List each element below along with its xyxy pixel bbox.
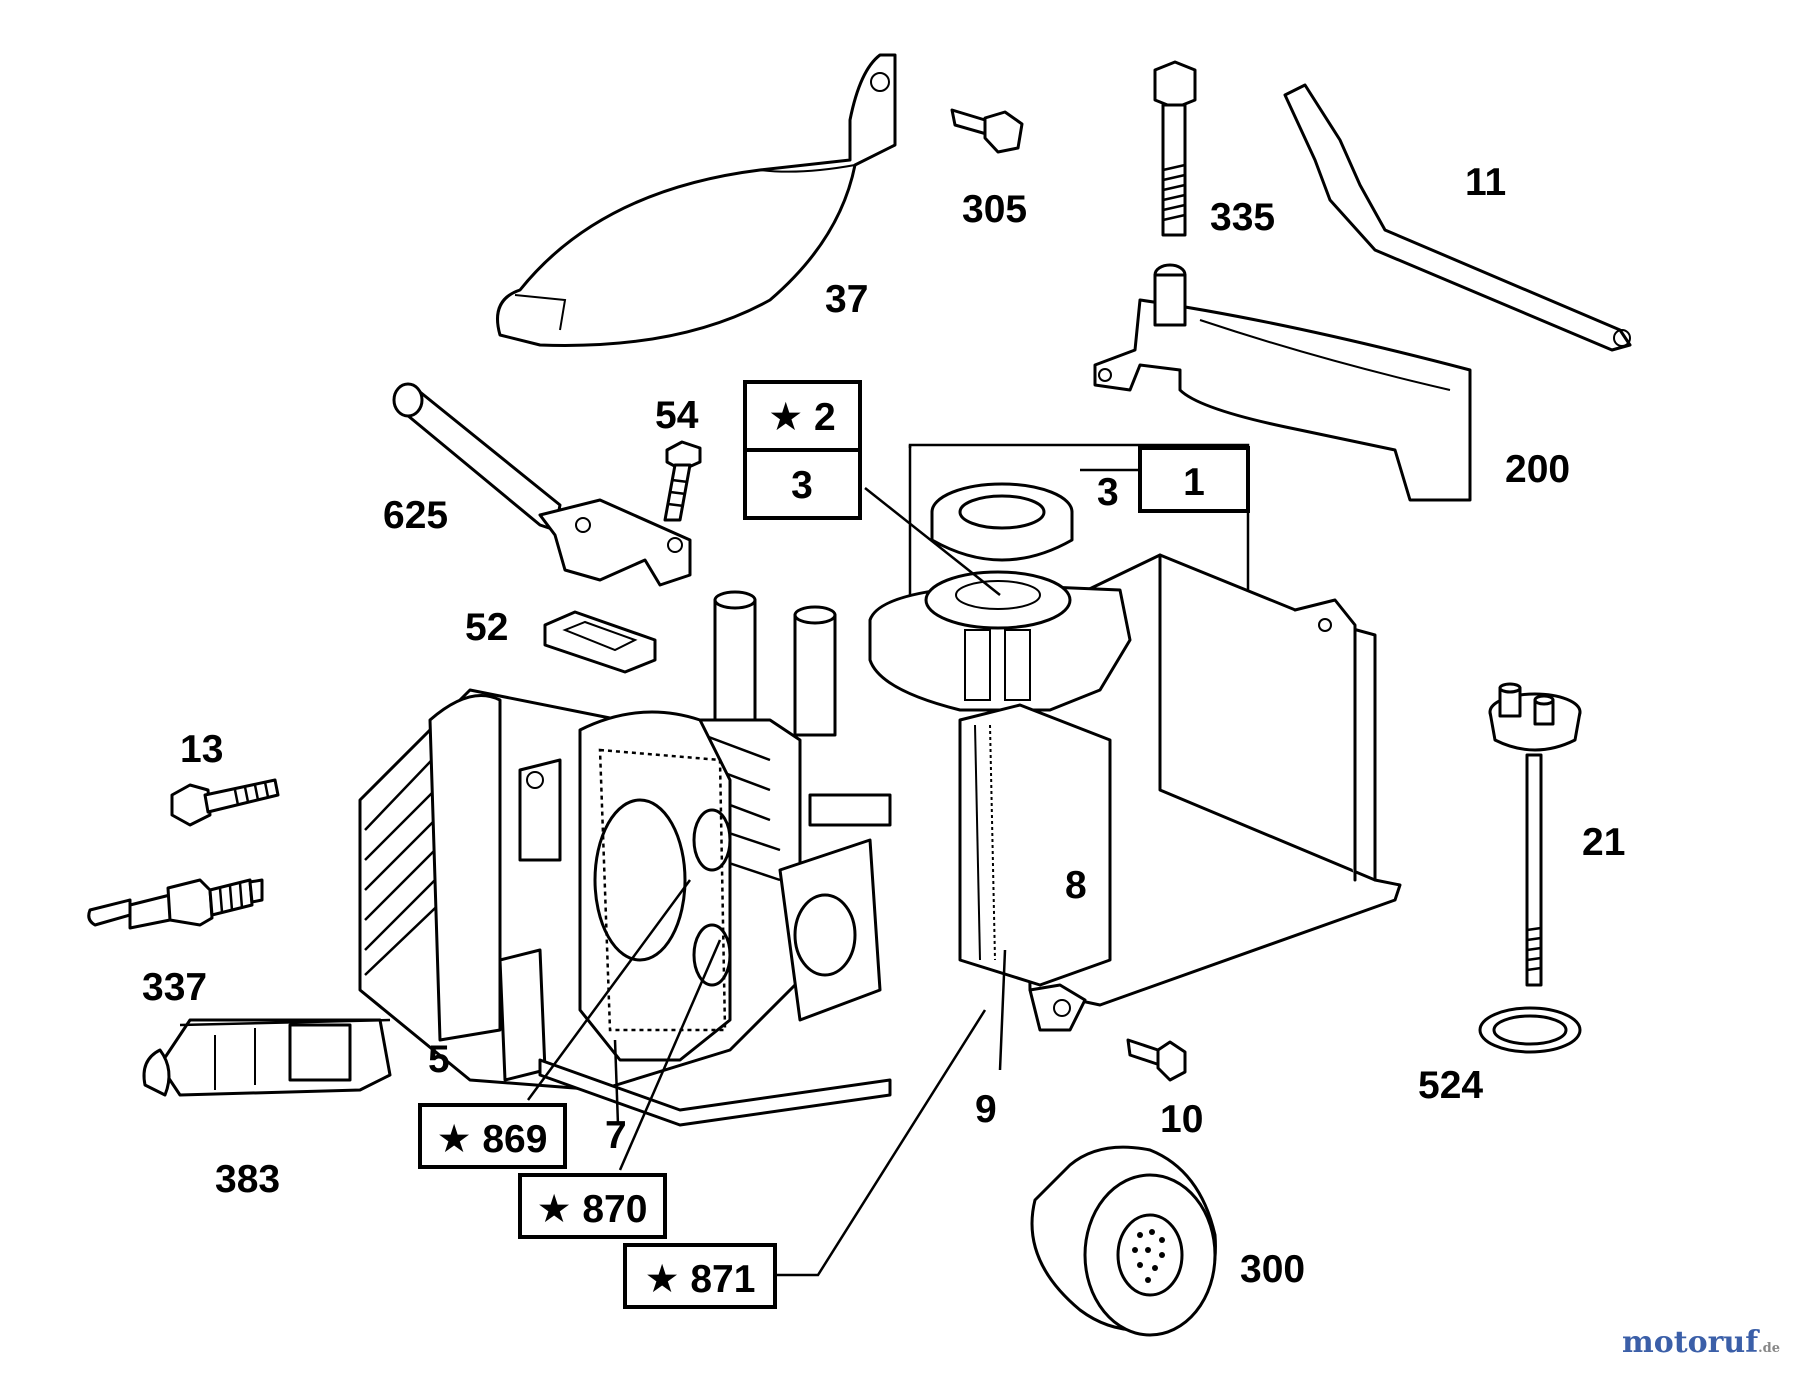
label-524: 524 [1418,1064,1483,1107]
part-524-washer [1478,1006,1582,1054]
box-870: ★ 870 [518,1173,667,1239]
part-200-air-vane [1093,263,1472,502]
label-625: 625 [383,494,448,537]
part-335-bolt [1153,60,1197,237]
label-7: 7 [605,1114,627,1157]
engine-block [358,553,1402,1127]
part-54-screw [663,440,702,522]
part-305-screw [950,108,1024,154]
part-21-dipstick [1488,682,1582,987]
label-337: 337 [142,966,207,1009]
box-1-label: 1 [1183,461,1205,504]
label-9: 9 [975,1088,997,1131]
leader-lines [526,443,1250,1277]
box-871: ★ 871 [623,1243,777,1309]
label-200: 200 [1505,448,1570,491]
box-869: ★ 869 [418,1103,567,1169]
label-5: 5 [428,1038,450,1081]
label-305: 305 [962,188,1027,231]
label-54: 54 [655,394,699,437]
watermark-name: motoruf [1621,1325,1759,1360]
part-37-shield [496,53,897,347]
label-13: 13 [180,728,223,771]
box-3-label: 3 [791,464,813,507]
box-2: ★ 2 [743,380,862,452]
part-3-seal [930,482,1074,562]
box-3: 3 [743,448,862,520]
label-8: 8 [1065,864,1087,907]
label-52: 52 [465,606,508,649]
box-2-label: ★ 2 [768,396,836,439]
box-870-label: ★ 870 [537,1188,648,1231]
label-37: 37 [825,278,868,321]
part-11-link [1283,83,1632,352]
box-871-label: ★ 871 [645,1258,756,1301]
box-869-label: ★ 869 [437,1118,548,1161]
label-11: 11 [1465,161,1506,204]
part-625-breather-tube [392,382,692,587]
part-383-tool [142,1018,392,1097]
part-10-screw [1126,1038,1187,1082]
part-337-spark-plug [87,878,264,930]
box-1: 1 [1138,446,1250,513]
part-13-bolt [170,778,280,827]
label-3: 3 [1097,471,1119,514]
label-383: 383 [215,1158,280,1201]
part-52-gasket [543,610,657,674]
watermark-tld: .de [1758,1341,1780,1356]
label-335: 335 [1210,196,1275,239]
watermark-logo: motoruf.de [1622,1325,1780,1360]
label-300: 300 [1240,1248,1305,1291]
part-300-muffler [1030,1145,1217,1337]
label-10: 10 [1160,1098,1203,1141]
label-21: 21 [1582,821,1625,864]
